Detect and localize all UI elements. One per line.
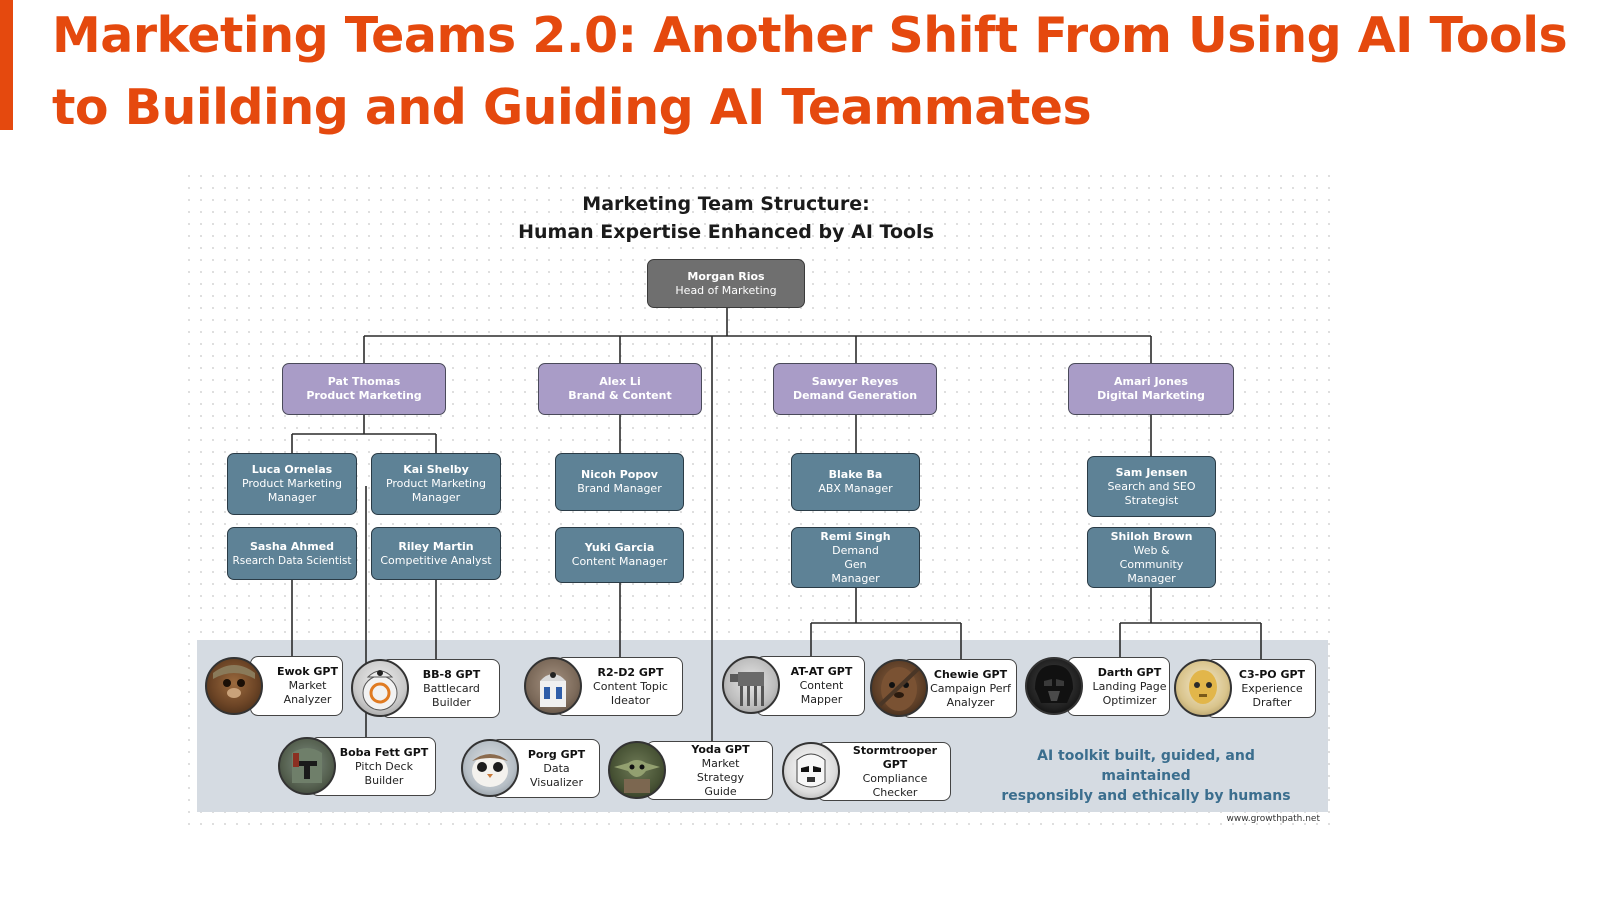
ai-tool-name: C3-PO GPT (1238, 667, 1306, 681)
node-name: Blake Ba (828, 468, 883, 481)
darth-avatar (1025, 657, 1083, 715)
ai-tool-role: Content Mapper (799, 679, 844, 706)
ai-tool-name: Chewie GPT (933, 667, 1008, 681)
org-chart-title-line-2: Human Expertise Enhanced by AI Tools (518, 221, 934, 243)
org-node-staff: Sam Jensen Search and SEO Strategist (1087, 456, 1216, 517)
node-role: Content Manager (571, 555, 668, 568)
node-role: Web & Community Manager (1119, 543, 1184, 585)
node-name: Sawyer Reyes (811, 375, 899, 388)
ai-tool-name: R2-D2 GPT (597, 665, 664, 679)
ai-tool-role: Battlecard Builder (423, 681, 480, 709)
node-role: Product Marketing (306, 389, 422, 402)
at-at-avatar (722, 656, 780, 714)
ai-tool-role: Landing Page Optimizer (1092, 679, 1167, 707)
org-node-staff: Sasha Ahmed Rsearch Data Scientist (227, 527, 357, 580)
ai-tool-card: Darth GPT Landing Page Optimizer (1067, 657, 1170, 716)
node-name: Pat Thomas (327, 375, 401, 388)
org-node-staff: Remi Singh Demand Gen Manager (791, 527, 920, 588)
ai-tool-role: Data Visualizer (530, 761, 583, 789)
ai-tool-role: Market Strategy Guide (696, 756, 745, 798)
node-role: Competitive Analyst (380, 553, 492, 567)
node-role: Head of Marketing (675, 283, 777, 297)
ai-tool-name: Darth GPT (1097, 665, 1162, 679)
bb8-avatar (351, 659, 409, 717)
ai-tool-role: Market Analyzer (283, 679, 332, 706)
ai-tool-name: Stormtrooper GPT (852, 743, 938, 771)
node-name: Yuki Garcia (584, 541, 655, 554)
org-node-staff: Shiloh Brown Web & Community Manager (1087, 527, 1216, 588)
boba-fett-avatar (278, 737, 336, 795)
ai-tool-role: Content Topic Ideator (593, 679, 668, 707)
node-role: Brand & Content (568, 389, 672, 402)
org-node-staff: Luca Ornelas Product Marketing Manager (227, 453, 357, 515)
headline-line-2: to Building and Guiding AI Teammates (52, 79, 1092, 136)
node-name: Remi Singh (820, 529, 891, 543)
ai-tool-card: Stormtrooper GPT Compliance Checker (817, 742, 951, 801)
node-role: Product Marketing Manager (385, 477, 487, 504)
node-role: Rsearch Data Scientist (232, 554, 352, 567)
node-name: Luca Ornelas (251, 463, 333, 476)
node-name: Riley Martin (398, 539, 474, 553)
ai-tool-name: Yoda GPT (691, 742, 750, 756)
ewok-avatar (205, 657, 263, 715)
ai-toolkit-note-line-1: AI toolkit built, guided, and maintained (1037, 748, 1255, 784)
node-role: Demand Generation (792, 389, 918, 402)
org-node-staff: Nicoh Popov Brand Manager (555, 453, 684, 511)
org-node-lead: Sawyer Reyes Demand Generation (773, 363, 937, 415)
node-role: Demand Gen Manager (831, 543, 880, 585)
node-name: Shiloh Brown (1110, 529, 1193, 543)
org-node-head: Morgan Rios Head of Marketing (647, 259, 805, 308)
node-role: Product Marketing Manager (241, 477, 343, 504)
org-node-staff: Riley Martin Competitive Analyst (371, 527, 501, 580)
ai-tool-role: Compliance Checker (862, 771, 928, 799)
yoda-avatar (608, 741, 666, 799)
node-name: Alex Li (599, 375, 641, 388)
node-name: Sam Jensen (1115, 465, 1188, 479)
node-name: Kai Shelby (403, 463, 469, 476)
ai-toolkit-note: AI toolkit built, guided, and maintained… (1000, 746, 1292, 806)
c3po-avatar (1174, 659, 1232, 717)
ai-tool-name: AT-AT GPT (790, 665, 853, 678)
org-node-staff: Kai Shelby Product Marketing Manager (371, 453, 501, 515)
ai-tool-name: Ewok GPT (277, 665, 338, 678)
ai-tool-role: Campaign Perf Analyzer (930, 681, 1011, 709)
source-credit: www.growthpath.net (1226, 814, 1320, 824)
node-role: ABX Manager (818, 482, 893, 495)
accent-bar (0, 0, 13, 130)
porg-avatar (461, 739, 519, 797)
org-chart-title: Marketing Team Structure: Human Expertis… (500, 190, 952, 246)
node-role: Digital Marketing (1097, 389, 1205, 402)
org-node-lead: Amari Jones Digital Marketing (1068, 363, 1234, 415)
ai-toolkit-note-line-2: responsibly and ethically by humans (1001, 788, 1291, 804)
org-chart-title-line-1: Marketing Team Structure: (582, 193, 870, 215)
ai-tool-card: Ewok GPT Market Analyzer (250, 656, 343, 716)
org-node-lead: Pat Thomas Product Marketing (282, 363, 446, 415)
node-name: Amari Jones (1114, 375, 1188, 388)
ai-tool-role: Pitch Deck Builder (355, 759, 413, 787)
node-name: Morgan Rios (687, 269, 765, 283)
headline-line-1: Marketing Teams 2.0: Another Shift From … (52, 7, 1568, 64)
ai-tool-name: Porg GPT (527, 747, 586, 761)
ai-tool-name: BB-8 GPT (422, 667, 481, 681)
r2d2-avatar (524, 657, 582, 715)
node-role: Brand Manager (577, 482, 662, 495)
ai-tool-name: Boba Fett GPT (339, 745, 429, 759)
stormtrooper-avatar (782, 742, 840, 800)
node-name: Sasha Ahmed (249, 539, 335, 553)
ai-tool-card: Yoda GPT Market Strategy Guide (646, 741, 773, 800)
chewie-avatar (870, 659, 928, 717)
ai-tool-role: Experience Drafter (1241, 681, 1303, 709)
node-role: Search and SEO Strategist (1107, 479, 1196, 507)
page-headline: Marketing Teams 2.0: Another Shift From … (52, 0, 1582, 144)
org-node-staff: Yuki Garcia Content Manager (555, 527, 684, 583)
node-name: Nicoh Popov (581, 468, 658, 481)
org-node-lead: Alex Li Brand & Content (538, 363, 702, 415)
org-node-staff: Blake Ba ABX Manager (791, 453, 920, 511)
